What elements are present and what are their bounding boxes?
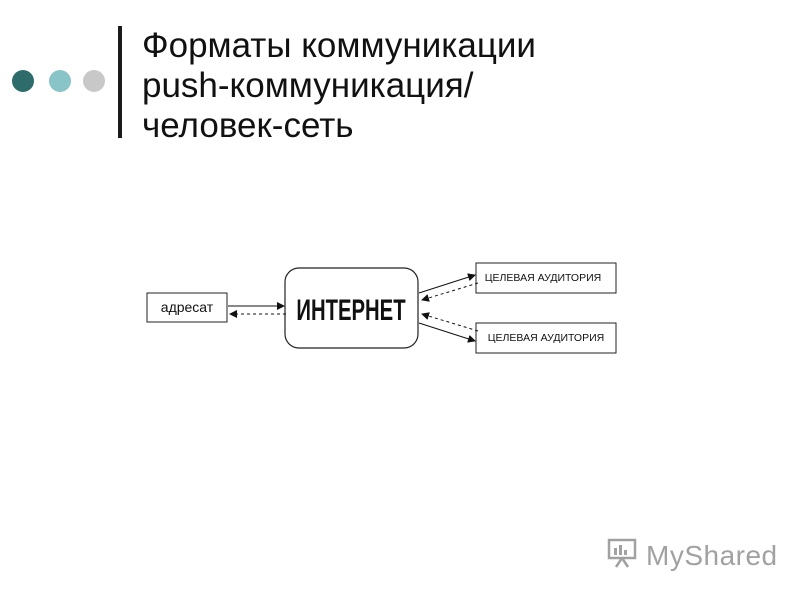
internet-label: ИНТЕРНЕТ [296, 294, 405, 327]
title-line-2: push-коммуникация/ [142, 66, 474, 105]
arrow-internet-to-audience-1 [418, 273, 476, 294]
audience-node-1: ЦЕЛЕВАЯ АУДИТОРИЯ [475, 262, 617, 294]
internet-node: ИНТЕРНЕТ [284, 267, 419, 349]
decorative-bullets [12, 70, 112, 94]
arrow-audience-2-to-internet-dashed [421, 312, 479, 332]
bullet-dot-3 [83, 70, 105, 92]
arrow-audience-1-to-internet-dashed [421, 282, 479, 302]
audience-2-label: ЦЕЛЕВАЯ АУДИТОРИЯ [488, 332, 604, 344]
addressee-node: адресат [146, 292, 228, 323]
watermark-text: MyShared [646, 539, 778, 571]
bullet-dot-2 [49, 70, 71, 92]
title-divider-line [118, 26, 122, 138]
bullet-dot-1 [12, 70, 34, 92]
title-line-1: Форматы коммуникации [142, 26, 536, 65]
presentation-board-icon [606, 536, 640, 575]
addressee-label: адресат [161, 299, 214, 315]
audience-node-2: ЦЕЛЕВАЯ АУДИТОРИЯ [475, 322, 617, 354]
watermark: MyShared [606, 536, 778, 575]
audience-1-label: ЦЕЛЕВАЯ АУДИТОРИЯ [485, 272, 601, 284]
title-line-3: человек-сеть [142, 106, 354, 145]
arrow-internet-to-audience-2 [418, 322, 476, 343]
slide-title: Форматы коммуникации push-коммуникация/ … [142, 26, 762, 146]
